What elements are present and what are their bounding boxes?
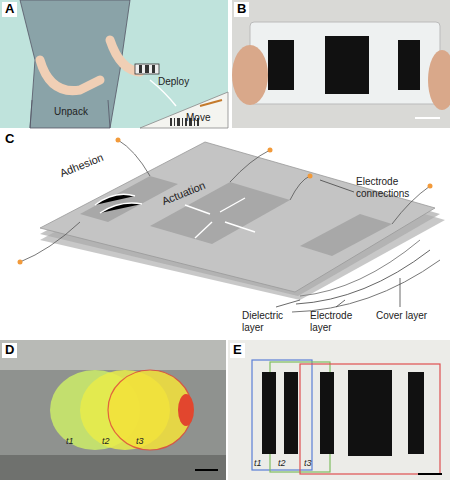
- electrode-wires: [20, 140, 430, 262]
- electrode-strip: [408, 372, 424, 454]
- time-label: t2: [278, 458, 286, 468]
- part-label: Electrode connections: [356, 176, 440, 199]
- layer-label: Dielectric layer: [242, 310, 298, 333]
- time-label: t1: [66, 436, 74, 446]
- panel-letter: D: [2, 343, 17, 358]
- panel-e-photo: [228, 340, 450, 480]
- connection-dots: [18, 138, 433, 265]
- panel-d-photo: [0, 340, 226, 480]
- panel-c-ground: [0, 130, 450, 340]
- panel-letter: C: [2, 132, 17, 147]
- electrode-strip: [325, 36, 369, 94]
- electrode-strip: [398, 40, 420, 90]
- scale-bar: [195, 469, 218, 471]
- film: [250, 22, 440, 104]
- panel-letter: B: [234, 2, 249, 17]
- time-label: t3: [136, 436, 144, 446]
- robot-tip: [178, 394, 194, 426]
- electrode-strip: [348, 370, 392, 456]
- peeled-edge: [300, 240, 420, 296]
- electrode-strip: [268, 40, 294, 90]
- position-outline: [300, 364, 440, 474]
- peeled-edge: [292, 260, 440, 312]
- peeled-edge: [296, 250, 430, 304]
- panel-letter: E: [230, 343, 245, 358]
- pencil: [200, 100, 222, 106]
- step-label: Deploy: [158, 76, 189, 88]
- person: [20, 0, 159, 128]
- time-label: t3: [304, 458, 312, 468]
- rail: [0, 340, 226, 370]
- scale-bar: [415, 117, 440, 119]
- electrode-strip: [284, 372, 298, 454]
- panel-b-photo: [232, 0, 450, 128]
- electrode-strip: [262, 372, 276, 454]
- top-sheet: [40, 142, 435, 292]
- table: [140, 92, 228, 128]
- rail: [0, 455, 226, 480]
- leader-lines: [276, 180, 400, 307]
- step-label: Unpack: [54, 106, 88, 118]
- step-label: Move: [186, 112, 210, 124]
- adhesion-electrode: [300, 214, 392, 256]
- position-outline: [252, 360, 312, 470]
- layer-label: Electrode layer: [310, 310, 366, 333]
- panel-a-ground: [0, 0, 228, 128]
- layer-label: Cover layer: [376, 310, 432, 322]
- finger: [232, 45, 268, 105]
- time-label: t2: [102, 436, 110, 446]
- finger: [428, 50, 450, 110]
- scale-bar: [418, 473, 442, 475]
- time-label: t1: [254, 458, 262, 468]
- panel-letter: A: [2, 2, 17, 17]
- electrode-strip: [320, 372, 334, 454]
